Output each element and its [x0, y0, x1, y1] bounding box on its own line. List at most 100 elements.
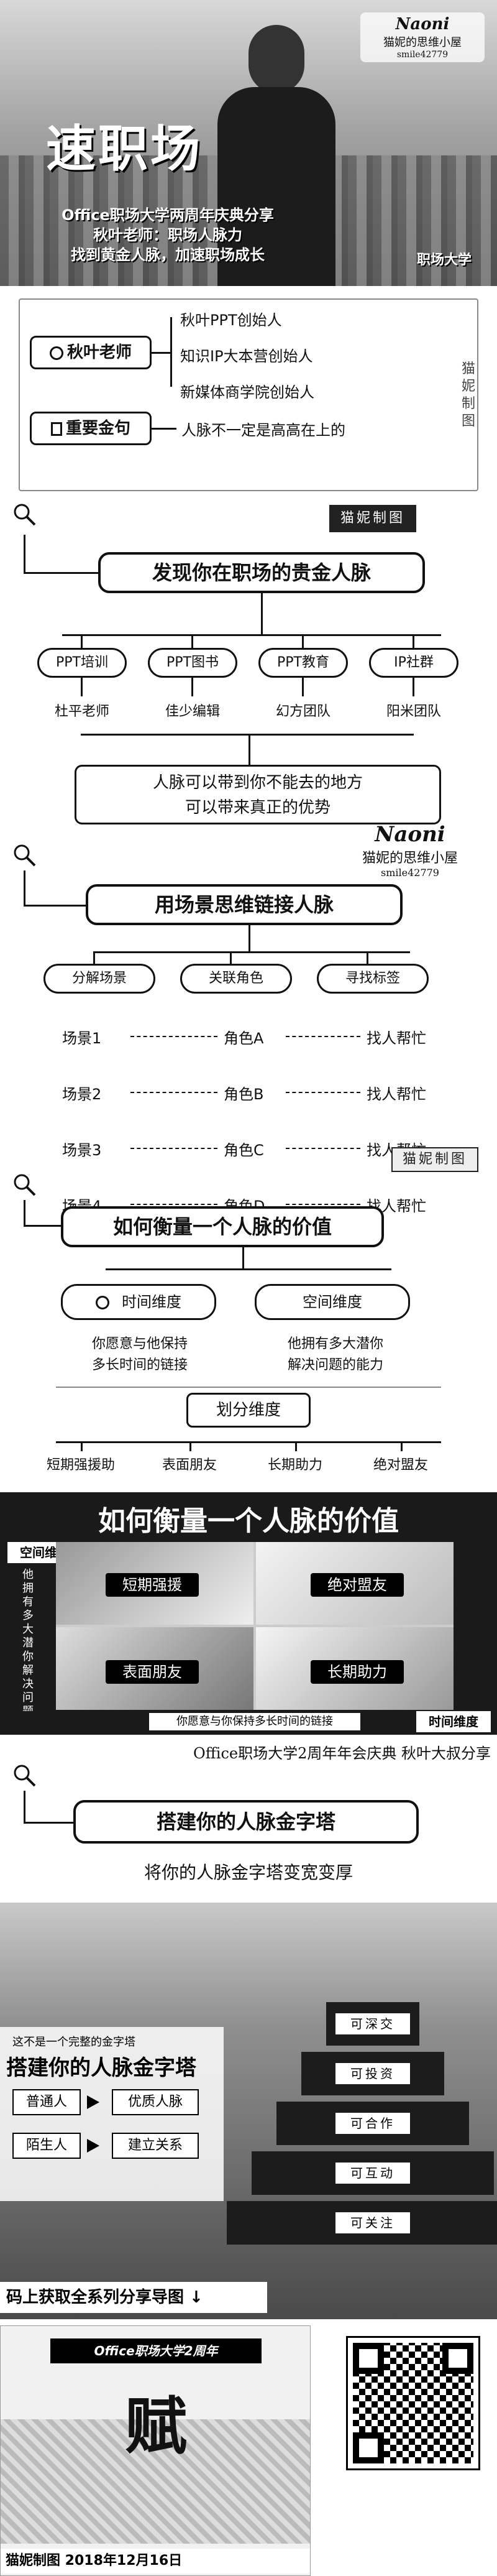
signature-name: Naoni	[375, 822, 445, 847]
s4-horiz	[24, 1822, 73, 1824]
photo2-q4: 长期助力	[311, 1660, 404, 1684]
s3-vert-left	[24, 1200, 25, 1225]
footer-crowd	[1, 2419, 310, 2544]
arrow-right-icon	[87, 2139, 106, 2153]
magnifier-icon	[12, 502, 37, 527]
intro-role-3: 新媒体商学院创始人	[180, 384, 314, 401]
s3-horiz	[24, 1225, 61, 1227]
s3-drop	[242, 1247, 244, 1268]
s1-card-person: 幻方团队	[275, 704, 331, 719]
intro-role-1: 秋叶PPT创始人	[180, 312, 282, 329]
s3-quad-drop	[189, 1441, 191, 1451]
conclusion-line-1: 人脉可以带到你不能去的地方	[152, 773, 363, 792]
hero-signature: Naoni 猫妮的思维小屋 smile42779	[360, 12, 485, 62]
intro-box	[19, 298, 478, 491]
photo2-q2: 绝对盟友	[311, 1573, 404, 1597]
arrow-right-icon	[87, 2095, 106, 2109]
intro-role-2: 知识IP大本营创始人	[180, 348, 313, 365]
s2-col-drop	[93, 951, 95, 964]
s2-arrow-2	[286, 1148, 360, 1149]
qr-code[interactable]	[346, 2336, 480, 2470]
signature-name: Naoni	[395, 15, 450, 34]
footer-poster: Office职场大学2周年 赋 猫妮制图 2018年12月16日	[0, 2325, 311, 2576]
s1-card-stem	[413, 678, 414, 696]
footer-big-char: 赋	[125, 2390, 187, 2463]
section1-signature: Naoni 猫妮的思维小屋 smile42779	[335, 822, 485, 879]
s1-drop	[261, 593, 263, 634]
photo2-bottom-text: 你愿意与你保持多长时间的链接	[149, 1713, 360, 1730]
hero-line-2: 秋叶老师：职场人脉力	[93, 226, 242, 244]
s1-vert-left	[24, 535, 25, 572]
photo3-item-from: 普通人	[12, 2089, 81, 2115]
photo2-q3: 表面朋友	[106, 1660, 199, 1684]
s2-arrow-1	[130, 1148, 217, 1149]
hero-line-3: 找到黄金人脉，加速职场成长	[71, 246, 265, 264]
pyramid-level-label: 可关注	[335, 2212, 410, 2233]
s1-card: PPT教育	[258, 648, 348, 678]
s1-card: IP社群	[369, 648, 458, 678]
s1-card-stem	[191, 678, 193, 696]
quote-text: 人脉不一定是高高在上的	[181, 422, 345, 439]
photo3-footer: 码上获取全系列分享导图 ↓	[0, 2282, 267, 2313]
photo2-title: 如何衡量一个人脉的价值	[98, 1505, 399, 1537]
space-desc-line-2: 解决问题的能力	[287, 1357, 383, 1373]
s2-arrow-2	[286, 1036, 360, 1037]
section1-banner: 猫妮制图	[329, 505, 416, 532]
conclusion-line-2: 可以带来真正的优势	[185, 798, 331, 817]
photo3-item-to: 建立关系	[112, 2133, 199, 2159]
s1-card-drop	[302, 634, 304, 648]
s1-card-stem	[302, 678, 304, 696]
s1-card-person: 阳米团队	[386, 704, 441, 719]
s2-drop	[248, 925, 250, 951]
s2-branch-bar	[93, 951, 410, 953]
s2-role: 角色C	[224, 1142, 264, 1159]
signature-subtitle: 猫妮的思维小屋	[362, 851, 458, 866]
magnifier-icon	[12, 1763, 37, 1788]
photo3-item-to: 优质人脉	[112, 2089, 199, 2115]
section4-header: Office职场大学2周年年会庆典 秋叶大叔分享	[193, 1745, 491, 1762]
s1-card: PPT图书	[148, 648, 237, 678]
intro-side-note: 猫妮制图	[461, 361, 475, 429]
speaker-label: 秋叶老师	[30, 336, 152, 369]
pyramid-level-label: 可投资	[335, 2063, 410, 2084]
s1-horiz	[24, 572, 98, 574]
pyramid-level-label: 可互动	[335, 2163, 410, 2184]
s2-column-header: 寻找标签	[317, 964, 429, 994]
s2-arrow-1	[130, 1092, 217, 1093]
time-dimension-label: 时间维度	[61, 1284, 216, 1320]
s3-quad-drop	[81, 1441, 83, 1451]
s3-divider	[56, 1387, 441, 1388]
s1-card-person: 杜平老师	[54, 704, 109, 719]
space-dimension-label: 空间维度	[255, 1284, 410, 1320]
hero-big-title: 速职场	[46, 120, 203, 178]
s1-bottom-drop	[248, 734, 250, 765]
s1-card-drop	[191, 634, 193, 648]
intro-connector-2	[152, 428, 176, 430]
pyramid-photo: 这不是一个完整的金字塔 搭建你的人脉金字塔 普通人优质人脉陌生人建立关系 可深交…	[0, 1903, 497, 2319]
magnifier-icon	[12, 1173, 37, 1198]
magnifier-icon	[12, 843, 37, 868]
s2-scene: 场景2	[62, 1086, 102, 1103]
section2-title: 用场景思维链接人脉	[86, 884, 403, 925]
divide-dimension-label: 划分维度	[186, 1393, 311, 1428]
quote-label: 重要金句	[30, 412, 152, 445]
s2-action: 找人帮忙	[367, 1086, 426, 1103]
photo3-title: 搭建你的人脉金字塔	[6, 2056, 196, 2080]
s2-scene: 场景1	[62, 1030, 102, 1047]
time-desc-line-1: 你愿意与他保持	[91, 1336, 188, 1352]
s2-role: 角色A	[224, 1030, 264, 1047]
time-desc-line-2: 多长时间的链接	[91, 1357, 188, 1373]
space-desc-line-1: 他拥有多大潜你	[287, 1336, 383, 1352]
section2-watermark: 猫妮制图	[391, 1147, 478, 1172]
signature-id: smile42779	[396, 50, 449, 60]
s1-bottom-bar	[81, 734, 414, 736]
s2-arrow-2	[286, 1092, 360, 1093]
section4-subtitle: 将你的人脉金字塔变宽变厚	[144, 1862, 353, 1883]
key-icon	[50, 422, 62, 436]
signature-id: smile42779	[381, 867, 439, 879]
photo2-q1: 短期强援	[106, 1573, 199, 1597]
s3-quadrant-label: 绝对盟友	[373, 1457, 428, 1473]
hero-photo: 速职场 Naoni 猫妮的思维小屋 smile42779 Office职场大学两…	[0, 0, 497, 286]
